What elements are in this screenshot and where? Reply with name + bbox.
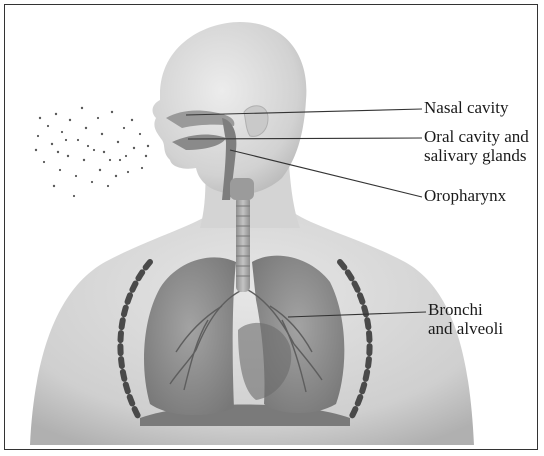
breath-particles <box>35 107 149 197</box>
label-oropharynx: Oropharynx <box>424 187 506 205</box>
label-oral-cavity-line2: salivary glands <box>424 147 526 165</box>
label-oral-cavity-line1: Oral cavity and <box>424 128 529 146</box>
label-bronchi-line1: Bronchi <box>428 301 483 319</box>
label-bronchi-line2: and alveoli <box>428 320 503 338</box>
larynx <box>230 178 254 200</box>
trachea <box>236 196 250 292</box>
label-nasal-cavity: Nasal cavity <box>424 99 509 117</box>
